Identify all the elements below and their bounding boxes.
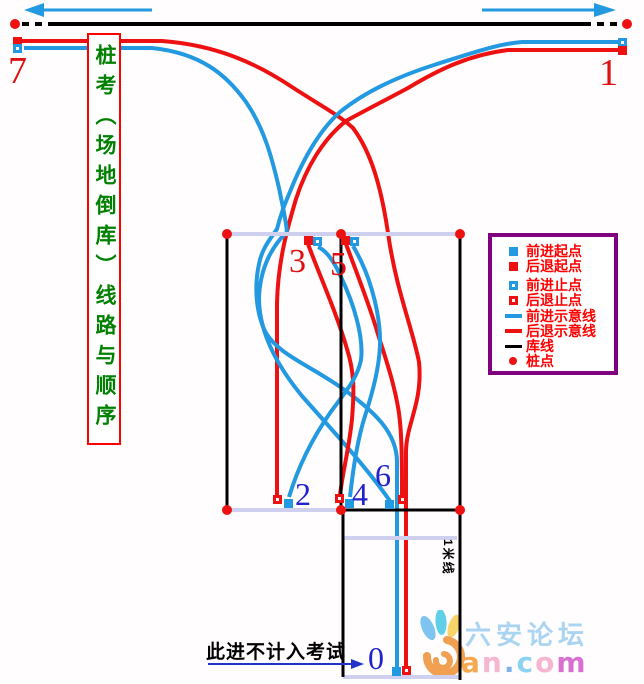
legend-row: 前进示意线 xyxy=(500,308,614,324)
exclusion-note: 此进不计入考试 xyxy=(206,642,347,663)
direction-arrow-left-icon xyxy=(24,3,152,17)
blue-line-icon xyxy=(500,314,526,318)
legend-box: 前进起点 后退起点 前进止点 后退止点 前进示意线 后退示意线 库线 桩点 xyxy=(488,233,618,375)
legend-row: 后退示意线 xyxy=(500,323,614,339)
red-dot-icon xyxy=(500,357,526,365)
legend-row: 前进起点 xyxy=(500,243,614,259)
forward-path-4-to-5 xyxy=(348,244,383,498)
black-line-icon xyxy=(500,344,526,348)
route-markers xyxy=(13,37,627,676)
point-label-7: 7 xyxy=(8,50,27,92)
legend-row: 桩点 xyxy=(500,353,614,369)
legend-row: 前进止点 xyxy=(500,277,614,293)
point-label-3: 3 xyxy=(289,243,306,280)
legend-row: 后退止点 xyxy=(500,292,614,308)
legend-row: 库线 xyxy=(500,338,614,354)
red-line-icon xyxy=(500,329,526,333)
point-label-0: 0 xyxy=(368,640,384,676)
legend-row: 后退起点 xyxy=(500,258,614,274)
red-filled-square-icon xyxy=(500,261,526,271)
point-label-1: 1 xyxy=(599,52,618,94)
exclusion-note-arrow-icon xyxy=(208,659,364,669)
point-label-2: 2 xyxy=(295,476,311,512)
blue-open-square-icon xyxy=(500,280,526,290)
point-label-5: 5 xyxy=(330,246,347,283)
title-box: 桩考（场地倒库）线路与顺序 xyxy=(87,33,121,445)
watermark-site-name: 六安论坛 xyxy=(465,620,590,650)
red-open-square-icon xyxy=(500,295,526,305)
one-meter-line-label: 1米线 xyxy=(441,539,455,576)
watermark-logo-icon xyxy=(420,610,465,676)
reverse-path-7-to-0 xyxy=(22,39,422,667)
blue-filled-square-icon xyxy=(500,246,526,256)
diagram-title: 桩考（场地倒库）线路与顺序 xyxy=(93,44,116,434)
watermark-domain: an.com xyxy=(461,646,588,679)
direction-arrow-right-icon xyxy=(482,3,616,17)
reverse-path-5-to-6 xyxy=(344,243,404,496)
point-label-4: 4 xyxy=(352,476,368,512)
point-label-6: 6 xyxy=(375,457,391,493)
forward-path-0-to-1 xyxy=(254,40,618,667)
reverse-path-3-to-4 xyxy=(306,243,356,496)
forward-path-2-to-3 xyxy=(287,245,364,498)
